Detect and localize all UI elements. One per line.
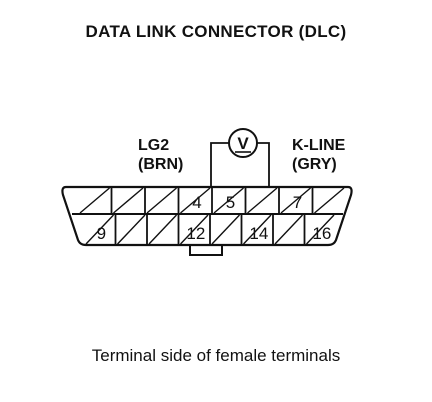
terminal-slash: [113, 187, 144, 214]
jumper-bracket: [189, 245, 223, 256]
terminal-slash: [314, 187, 345, 214]
terminal-slash: [148, 214, 178, 245]
terminal-number-16: 16: [312, 224, 331, 243]
terminal-slash: [85, 214, 115, 245]
caption: Terminal side of female terminals: [91, 346, 341, 365]
connector-body: [61, 185, 353, 247]
voltmeter-icon: [228, 128, 258, 158]
terminal-slash: [247, 187, 278, 214]
terminal-slash: [242, 214, 272, 245]
terminal-number-12: 12: [186, 224, 205, 243]
voltmeter-symbol: V: [237, 134, 249, 153]
bottom-row-cells: 9 12 14 16: [85, 214, 335, 245]
top-row-cells: 4 5 7: [79, 187, 345, 214]
terminal-number-14: 14: [249, 224, 268, 243]
terminal-slash: [180, 187, 211, 214]
lg2-lead-wire: [210, 142, 229, 187]
terminal-number-7: 7: [293, 193, 302, 212]
lg2-label: LG2: [138, 137, 169, 154]
kline-color-label: (GRY): [292, 156, 337, 173]
lg2-color-label: (BRN): [138, 156, 183, 173]
terminal-slash: [274, 214, 304, 245]
terminal-slash: [305, 214, 335, 245]
terminal-slash: [116, 214, 146, 245]
kline-lead-wire: [257, 142, 270, 187]
terminal-slash: [280, 187, 311, 214]
terminal-slash: [211, 214, 241, 245]
terminal-number-5: 5: [226, 193, 235, 212]
page-title: DATA LINK CONNECTOR (DLC): [85, 22, 347, 41]
terminal-number-9: 9: [97, 224, 106, 243]
terminal-slash: [79, 187, 110, 214]
kline-label: K-LINE: [292, 137, 346, 154]
terminal-number-4: 4: [192, 193, 201, 212]
terminal-slash: [179, 214, 209, 245]
terminal-slash: [213, 187, 244, 214]
terminal-slash: [146, 187, 177, 214]
